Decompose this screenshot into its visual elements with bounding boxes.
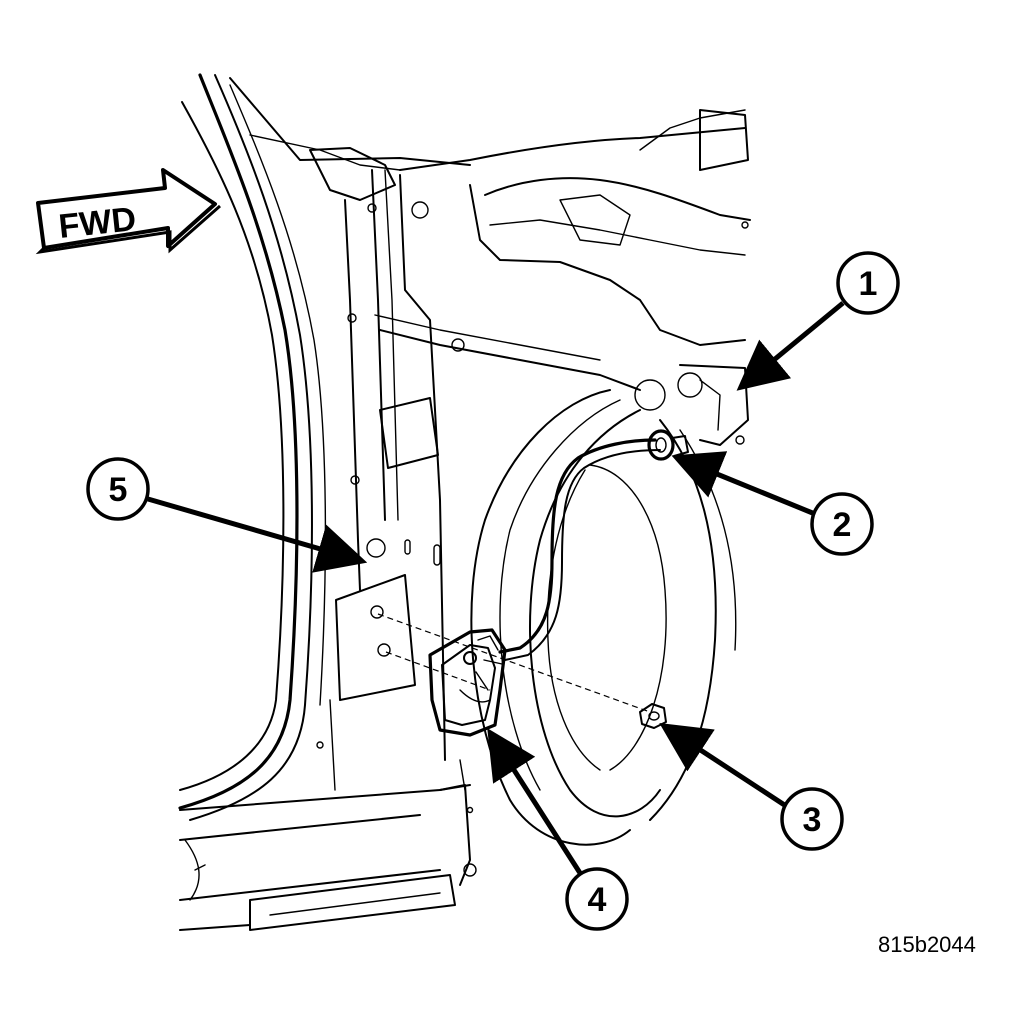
- callout-1: 1: [736, 251, 900, 391]
- callout-1-number: 1: [859, 265, 878, 303]
- bolt: [639, 703, 667, 729]
- callout-4: 4: [487, 728, 629, 931]
- figure-code: 815b2044: [878, 932, 976, 957]
- callout-4-number: 4: [588, 881, 607, 919]
- fwd-arrow: FWD: [35, 168, 221, 255]
- callout-3-number: 3: [803, 801, 822, 839]
- callout-3: 3: [659, 723, 844, 851]
- callout-2-number: 2: [833, 506, 852, 544]
- alignment-lines: [377, 613, 651, 713]
- callout-2: 2: [671, 451, 874, 556]
- sensor-assembly: [428, 429, 689, 737]
- callout-5-number: 5: [109, 471, 128, 509]
- grommet: [647, 429, 675, 461]
- callout-5: 5: [86, 457, 368, 573]
- fwd-label: FWD: [57, 200, 138, 246]
- body-structure: [178, 73, 751, 931]
